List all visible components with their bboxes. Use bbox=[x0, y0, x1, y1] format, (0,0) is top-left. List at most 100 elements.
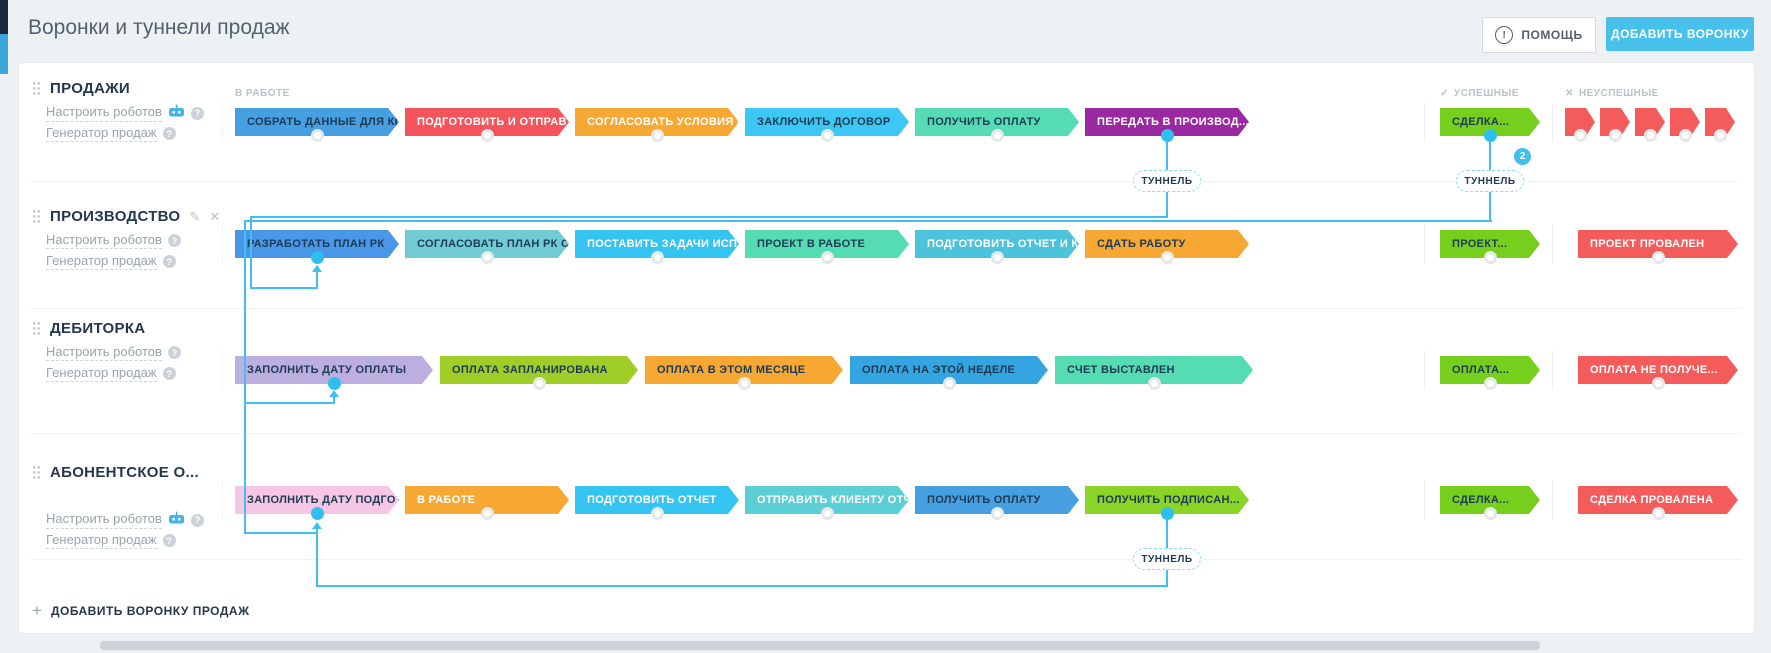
tunnel-source-marker[interactable] bbox=[1160, 507, 1174, 520]
stage-connector[interactable] bbox=[1483, 251, 1497, 264]
stage-connector[interactable] bbox=[990, 507, 1004, 520]
drag-handle-icon[interactable] bbox=[32, 321, 41, 336]
robot-icon bbox=[168, 511, 185, 529]
tunnel-target-marker[interactable] bbox=[310, 507, 324, 520]
stage-chip-label: ПОЛУЧИТЬ ПОДПИСАН... bbox=[1097, 494, 1240, 506]
generator-link-row: Генератор продаж? bbox=[46, 253, 176, 271]
stage-connector[interactable] bbox=[820, 251, 834, 264]
row-divider bbox=[30, 181, 1741, 182]
stage-connector[interactable] bbox=[1651, 507, 1665, 520]
tunnel-source-marker[interactable] bbox=[1483, 129, 1497, 142]
funnel-name: ПРОДАЖИ bbox=[50, 80, 131, 97]
success-stage-label: СДЕЛКА... bbox=[1452, 116, 1510, 128]
stage-connector[interactable] bbox=[480, 507, 494, 520]
tunnel-line bbox=[1166, 570, 1168, 587]
help-question-icon[interactable]: ? bbox=[162, 534, 176, 548]
stage-chip[interactable]: ПОЛУЧИТЬ ОПЛАТУ bbox=[915, 108, 1079, 136]
stage-connector[interactable] bbox=[1643, 129, 1657, 142]
help-question-icon[interactable]: ? bbox=[190, 106, 204, 120]
stage-connector[interactable] bbox=[650, 251, 664, 264]
stage-chip-label: СОГЛАСОВАТЬ ПЛАН РК С ... bbox=[417, 238, 569, 250]
success-stage-chip[interactable]: СДЕЛКА... bbox=[1440, 108, 1540, 136]
stage-chip[interactable]: СОГЛАСОВАТЬ УСЛОВИЯ Р... bbox=[575, 108, 739, 136]
stage-chip-label: ПОСТАВИТЬ ЗАДАЧИ ИСП... bbox=[587, 238, 739, 250]
stage-connector[interactable] bbox=[1713, 129, 1727, 142]
robots-link[interactable]: Настроить роботов bbox=[46, 104, 162, 122]
page-title: Воронки и туннели продаж bbox=[28, 16, 290, 39]
stage-connector[interactable] bbox=[990, 251, 1004, 264]
stage-connector[interactable] bbox=[1651, 251, 1665, 264]
sales-generator-link[interactable]: Генератор продаж bbox=[46, 125, 157, 143]
tunnel-target-marker[interactable] bbox=[327, 377, 341, 390]
funnels-card bbox=[18, 62, 1755, 634]
tunnel-line bbox=[316, 529, 318, 587]
sales-generator-link[interactable]: Генератор продаж bbox=[46, 253, 157, 271]
stage-connector[interactable] bbox=[480, 251, 494, 264]
add-sales-funnel-button[interactable]: + ДОБАВИТЬ ВОРОНКУ ПРОДАЖ bbox=[32, 602, 249, 619]
stage-connector[interactable] bbox=[820, 129, 834, 142]
sales-generator-link[interactable]: Генератор продаж bbox=[46, 365, 157, 383]
stage-connector[interactable] bbox=[1651, 377, 1665, 390]
stage-connector[interactable] bbox=[1160, 251, 1174, 264]
stage-chip[interactable]: ПЕРЕДАТЬ В ПРОИЗВОД... bbox=[1085, 108, 1249, 136]
drag-handle-icon[interactable] bbox=[32, 209, 41, 224]
tunnel-target-marker[interactable] bbox=[310, 251, 324, 264]
horizontal-scrollbar[interactable] bbox=[100, 641, 1540, 650]
add-funnel-button[interactable]: ДОБАВИТЬ ВОРОНКУ bbox=[1606, 17, 1754, 51]
stage-chip[interactable]: СОГЛАСОВАТЬ ПЛАН РК С ... bbox=[405, 230, 569, 258]
tunnel-pill[interactable]: ТУННЕЛЬ bbox=[1133, 548, 1201, 570]
robots-link[interactable]: Настроить роботов bbox=[46, 232, 162, 250]
stage-connector[interactable] bbox=[532, 377, 546, 390]
tunnel-pill[interactable]: ТУННЕЛЬ bbox=[1456, 170, 1524, 192]
robots-link[interactable]: Настроить роботов bbox=[46, 344, 162, 362]
edit-funnel-icon[interactable]: ✎ bbox=[189, 208, 201, 224]
stage-connector[interactable] bbox=[1483, 507, 1497, 520]
help-question-icon[interactable]: ? bbox=[162, 255, 176, 269]
tunnel-pill[interactable]: ТУННЕЛЬ bbox=[1133, 170, 1201, 192]
delete-funnel-icon[interactable]: ✕ bbox=[209, 208, 221, 224]
stage-chip-label: ПРОЕКТ В РАБОТЕ bbox=[757, 238, 866, 250]
stage-chip-label: ПОЛУЧИТЬ ОПЛАТУ bbox=[927, 116, 1041, 128]
stage-connector[interactable] bbox=[737, 377, 751, 390]
stage-chip[interactable]: ПОДГОТОВИТЬ И ОТПРАВ... bbox=[405, 108, 569, 136]
robots-link-row: Настроить роботов? bbox=[46, 344, 181, 362]
stage-chip-label: ПОДГОТОВИТЬ ОТЧЕТ И К... bbox=[927, 238, 1079, 250]
help-question-icon[interactable]: ? bbox=[162, 127, 176, 141]
stage-chip[interactable]: ПОЛУЧИТЬ ПОДПИСАН... bbox=[1085, 486, 1249, 514]
stage-connector[interactable] bbox=[942, 377, 956, 390]
row-divider bbox=[30, 559, 1741, 560]
stage-chip[interactable]: ПРОЕКТ В РАБОТЕ bbox=[745, 230, 909, 258]
help-question-icon[interactable]: ? bbox=[167, 234, 181, 248]
stage-connector[interactable] bbox=[990, 129, 1004, 142]
fail-caption-label: НЕУСПЕШНЫЕ bbox=[1578, 88, 1659, 99]
stage-connector[interactable] bbox=[1147, 377, 1161, 390]
stage-connector[interactable] bbox=[1678, 129, 1692, 142]
tunnel-arrowhead-icon bbox=[312, 265, 322, 272]
plus-icon: + bbox=[32, 601, 42, 620]
stage-connector[interactable] bbox=[310, 129, 324, 142]
success-stage-label: ОПЛАТА... bbox=[1452, 364, 1510, 376]
stage-chip-label: ОПЛАТА ЗАПЛАНИРОВАНА bbox=[452, 364, 608, 376]
stage-chip-label: РАЗРАБОТАТЬ ПЛАН РК bbox=[247, 238, 385, 250]
stage-chip[interactable]: РАЗРАБОТАТЬ ПЛАН РК bbox=[235, 230, 399, 258]
column-separator bbox=[1424, 481, 1425, 519]
help-question-icon[interactable]: ? bbox=[167, 346, 181, 360]
fail-stage-label: СДЕЛКА ПРОВАЛЕНА bbox=[1590, 494, 1714, 506]
drag-handle-icon[interactable] bbox=[32, 465, 41, 480]
stage-connector[interactable] bbox=[650, 507, 664, 520]
tunnel-source-marker[interactable] bbox=[1160, 129, 1174, 142]
stage-connector[interactable] bbox=[1608, 129, 1622, 142]
help-question-icon[interactable]: ? bbox=[162, 367, 176, 381]
stage-connector[interactable] bbox=[820, 507, 834, 520]
stage-connector[interactable] bbox=[650, 129, 664, 142]
stage-connector[interactable] bbox=[1573, 129, 1587, 142]
help-button[interactable]: ! ПОМОЩЬ bbox=[1482, 17, 1596, 53]
sales-generator-link[interactable]: Генератор продаж bbox=[46, 532, 157, 550]
stage-chip[interactable]: ПОСТАВИТЬ ЗАДАЧИ ИСП... bbox=[575, 230, 739, 258]
stage-connector[interactable] bbox=[1483, 377, 1497, 390]
drag-handle-icon[interactable] bbox=[32, 81, 41, 96]
stage-chip[interactable]: ОПЛАТА В ЭТОМ МЕСЯЦЕ bbox=[645, 356, 843, 384]
robots-link[interactable]: Настроить роботов bbox=[46, 511, 162, 529]
stage-connector[interactable] bbox=[480, 129, 494, 142]
help-question-icon[interactable]: ? bbox=[190, 513, 204, 527]
